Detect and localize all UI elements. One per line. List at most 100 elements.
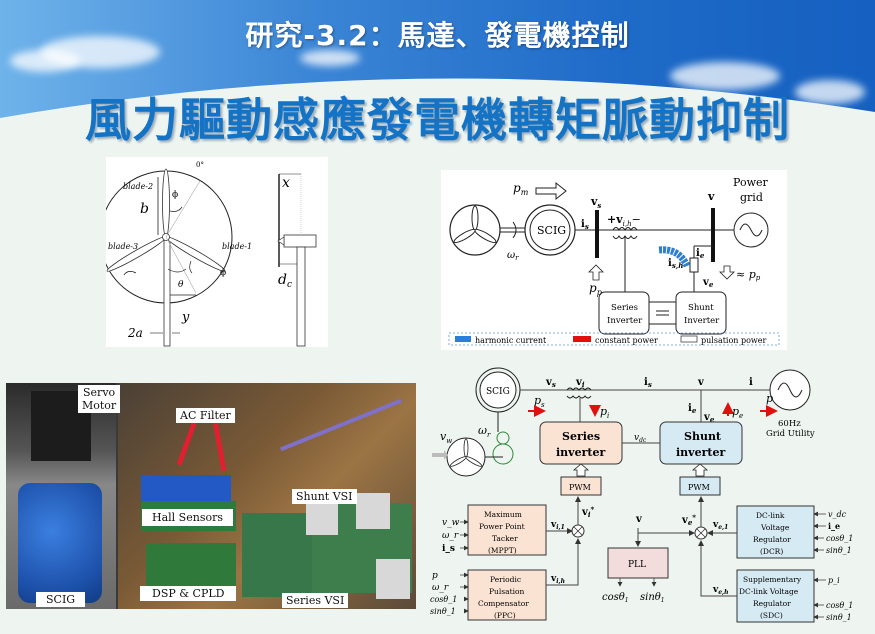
is-label: is [644, 377, 652, 389]
pwm-series-label: PWM [569, 483, 591, 492]
cloud [670, 62, 780, 90]
dcr-label-4: (DCR) [760, 547, 783, 556]
blade-1-label: blade-1 [222, 242, 252, 251]
vw-label: vw [440, 430, 452, 445]
ve-label: ve [703, 412, 715, 424]
vih-label: +vi,h− [607, 213, 641, 228]
pe-label: pe [732, 405, 743, 420]
dcr-label-1: DC-link [756, 511, 785, 520]
dcr-label-2: Voltage [760, 523, 790, 532]
photo-label-dsp-cpld: DSP & CPLD [140, 586, 237, 601]
legend-constant-swatch [573, 336, 591, 342]
subtitle: 研究-3.2：馬達、發電機控制 [245, 19, 630, 52]
ps-label: ps [534, 394, 545, 409]
heatsink [356, 493, 390, 529]
ppc-label-2: Pulsation [489, 587, 525, 596]
ppc-label-4: (PPC) [494, 611, 516, 620]
dcr-input-vdc: v_dc [828, 510, 847, 519]
theta-label: θ [178, 280, 184, 290]
shunt-inverter-label-2: inverter [676, 446, 725, 459]
sdc-label-4: (SDC) [760, 611, 783, 620]
cloud [10, 50, 80, 72]
shunt-inverter-label-1: Shunt [684, 430, 722, 443]
power-grid-label-1: Power [733, 176, 769, 189]
pi-label: pi [600, 405, 609, 420]
photo-label-scig: SCIG [36, 592, 86, 607]
v-label: v [707, 190, 715, 203]
shunt-inverter-label-2: Inverter [684, 316, 720, 326]
pp-label: pp [589, 281, 602, 297]
ve1-label: ve,1 [712, 520, 728, 531]
p-label: p [766, 392, 773, 405]
omega-r-label: ωr [507, 250, 519, 262]
i-label: i [749, 377, 753, 388]
vs-label: vs [545, 377, 556, 389]
vdc-label: vdc [634, 433, 647, 444]
heatsink [376, 559, 410, 599]
series-inverter-label-1: Series [562, 430, 600, 443]
mppt-input-is: i_s [442, 544, 455, 554]
pll-v-label: v [635, 514, 643, 525]
sdc-input-cos: cosθ_1 [826, 601, 853, 610]
x-label: x [282, 175, 290, 191]
series-inverter-label-1: Series [611, 303, 638, 313]
mppt-label-2: Power Point [479, 522, 525, 531]
power-flow-figure: SCIG pm vs is +vi,h− ωr v Power grid ie … [441, 170, 787, 350]
photo-label-ac-filter: AC Filter [176, 408, 235, 423]
cloud [300, 50, 360, 66]
legend-harmonic-swatch [455, 336, 471, 342]
photo-label-servo-motor: Servo Motor [78, 385, 121, 413]
turbine-geometry-figure: 0° blade-2 blade-3 blade-1 b ϕ ϕ θ y 2a … [99, 157, 328, 347]
omega-r-label: ωr [478, 424, 491, 439]
ppc-input-cos: cosθ_1 [430, 595, 457, 604]
control-block-diagram: SCIG vw ωr vs vi is v i ps pi ie ve pe [430, 360, 875, 630]
heatsink [306, 499, 338, 535]
series-inverter-label-2: inverter [556, 446, 605, 459]
mppt-label-4: (MPPT) [488, 546, 517, 555]
dc-label: dc [278, 272, 292, 290]
phi-top-label: ϕ [172, 190, 178, 200]
scig-label: SCIG [486, 387, 510, 397]
vs-label: vs [590, 195, 601, 210]
b-label: b [140, 201, 149, 217]
vih-label: vi,h [550, 574, 565, 585]
sdc-label-1: Supplementary [743, 575, 802, 584]
ppc-input-sin: sinθ_1 [430, 607, 456, 616]
scig-motor [18, 483, 102, 603]
ppc-input-omega: ω_r [432, 583, 449, 593]
ppc-input-p: p [432, 571, 438, 581]
cloud [795, 80, 865, 104]
sdc-input-sin: sinθ_1 [826, 613, 852, 622]
ppc-label-1: Periodic [490, 575, 521, 584]
pll-sin-output: sinθ1 [640, 592, 665, 604]
mppt-label-3: Tacker [492, 534, 518, 543]
ppc-label-3: Compensator [478, 599, 529, 608]
ie-label: ie [696, 248, 705, 260]
grid-label-1: 60Hz [778, 419, 801, 429]
dcr-input-ie: i_e [828, 521, 840, 531]
pll-label: PLL [628, 560, 646, 570]
shunt-inverter-label-1: Shunt [688, 303, 714, 313]
pwm-shunt-label: PWM [688, 483, 710, 492]
scig-label: SCIG [537, 224, 566, 237]
is-label: is [581, 219, 589, 231]
dcr-input-sin: sinθ_1 [826, 546, 852, 555]
mppt-input-vw: v_w [442, 518, 460, 528]
veh-label: ve,h [712, 585, 729, 596]
blade-2-label: blade-2 [123, 182, 153, 191]
sdc-label-3: Regulator [753, 599, 791, 608]
zero-degree-label: 0° [196, 161, 204, 169]
ve-star-label: ve* [681, 513, 696, 527]
legend-constant-label: constant power [595, 336, 658, 345]
ie-label: ie [688, 403, 697, 415]
legend-pulsation-label: pulsation power [701, 336, 767, 345]
blade-3-label: blade-3 [108, 242, 138, 251]
ish-label: is,h [668, 258, 683, 270]
mppt-input-omega: ω_r [442, 531, 459, 541]
dcr-input-cos: cosθ_1 [826, 534, 853, 543]
phi-bottom-label: ϕ [220, 268, 226, 278]
hall-sensor-block [141, 475, 231, 501]
photo-label-shunt-vsi: Shunt VSI [292, 489, 357, 504]
series-vsi-board [242, 513, 312, 597]
photo-label-series-vsi: Series VSI [282, 593, 349, 608]
